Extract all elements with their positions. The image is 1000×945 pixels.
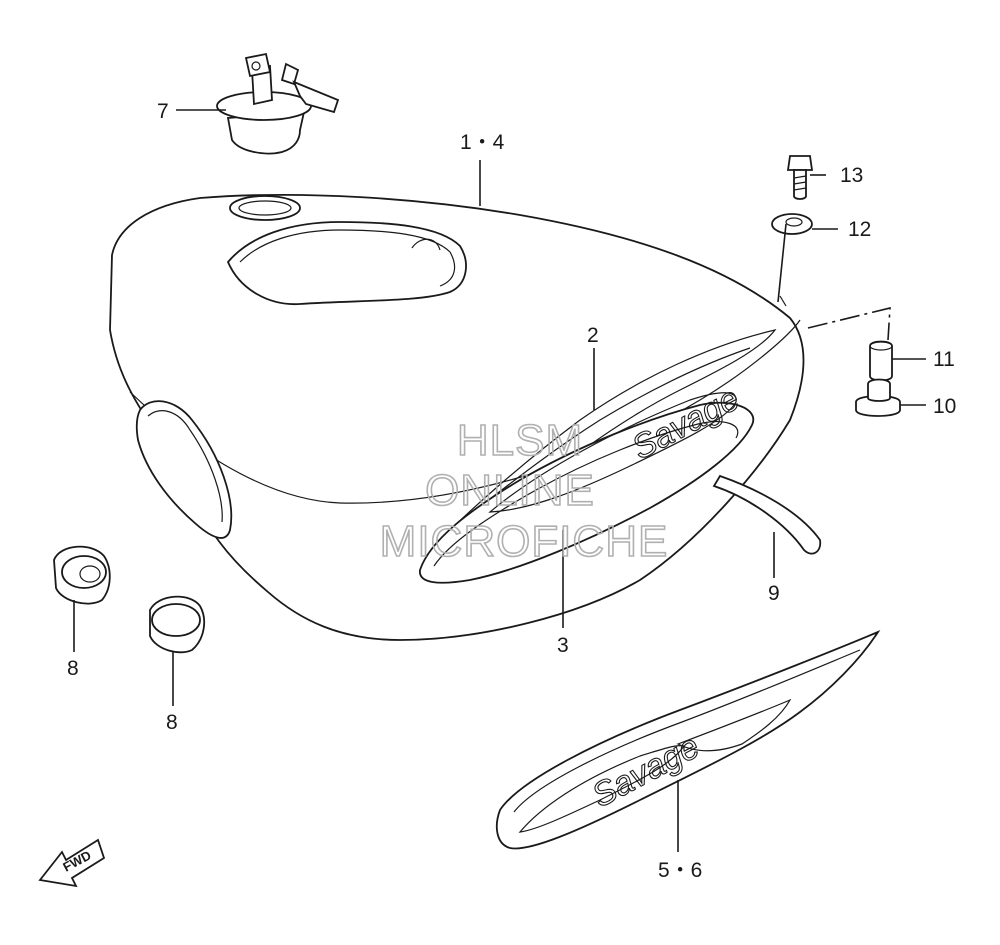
callout-labels: 7 1・4 13 12 11 10 2 3 9 8 8 5・6 (67, 100, 956, 882)
cushion-10 (855, 378, 901, 417)
emblem-decal: Savage (495, 630, 881, 850)
fuel-tank (109, 193, 805, 641)
callout-10: 10 (933, 395, 956, 418)
tube-part (712, 474, 822, 555)
collar-11 (869, 340, 893, 382)
fuel-cap-with-keys (216, 52, 340, 155)
watermark-line-2: ONLINE (425, 466, 595, 515)
callout-7: 7 (157, 100, 169, 123)
callout-1-4: 1・4 (460, 131, 505, 154)
watermark: HLSM ONLINE MICROFICHE (379, 415, 669, 567)
washer-12 (771, 213, 813, 235)
callout-2: 2 (587, 324, 599, 347)
callout-8a: 8 (67, 657, 79, 680)
callout-11: 11 (933, 348, 955, 371)
callout-3: 3 (557, 634, 569, 657)
callout-13: 13 (840, 164, 863, 187)
forward-direction-arrow: FWD (38, 838, 106, 888)
watermark-line-1: HLSM (457, 416, 583, 465)
tank-side-emblem: Savage (419, 329, 777, 584)
callout-9: 9 (768, 582, 780, 605)
watermark-line-3: MICROFICHE (380, 517, 669, 566)
bolt-13 (786, 155, 814, 200)
cushion-8a (53, 545, 111, 605)
cushion-8b (149, 595, 206, 654)
callout-8b: 8 (166, 711, 178, 734)
leader-lines (73, 109, 926, 852)
callout-12: 12 (848, 218, 871, 241)
callout-5-6: 5・6 (658, 859, 702, 882)
